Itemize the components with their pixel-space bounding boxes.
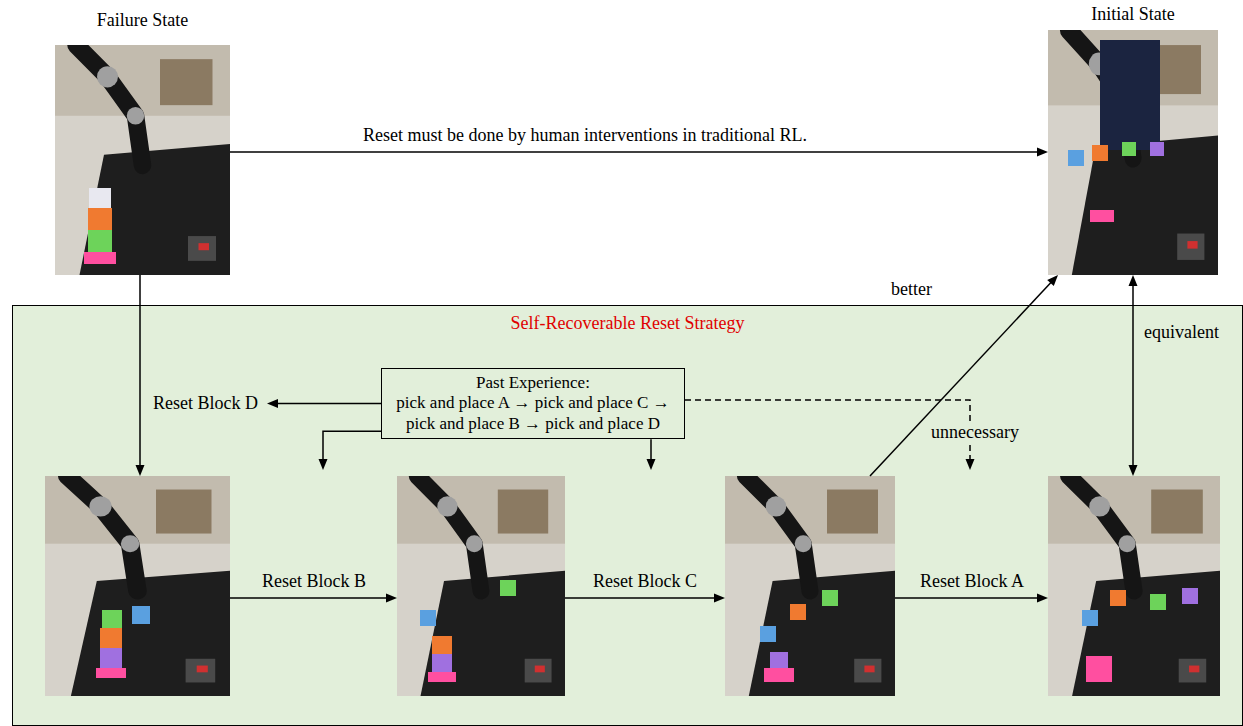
line bbox=[276, 403, 381, 405]
photo-step-1 bbox=[45, 476, 230, 696]
arrowhead bbox=[966, 459, 975, 470]
arrowhead bbox=[1047, 275, 1058, 286]
arrowhead bbox=[714, 594, 725, 603]
edge-label: Reset Block C bbox=[590, 571, 700, 593]
edge-label: Reset Block B bbox=[259, 571, 369, 593]
arrowhead bbox=[136, 465, 145, 476]
arrowhead bbox=[1129, 465, 1138, 476]
photo-node: Failure State bbox=[55, 10, 230, 275]
state-title: Failure State bbox=[55, 10, 230, 32]
arrowhead bbox=[267, 399, 278, 408]
line bbox=[1132, 284, 1134, 467]
photo-initial bbox=[1048, 30, 1218, 275]
arrowhead bbox=[319, 459, 328, 470]
strategy-region: Self-Recoverable Reset StrategyPast Expe… bbox=[12, 305, 1243, 726]
arrowhead bbox=[647, 459, 656, 470]
arrowhead bbox=[386, 594, 397, 603]
memory-box: Past Experience:pick and place A → pick … bbox=[381, 368, 685, 439]
photo-node bbox=[397, 476, 565, 696]
line bbox=[139, 275, 141, 467]
arrowhead bbox=[1037, 594, 1048, 603]
reset-label: Reset Block D bbox=[150, 393, 261, 415]
edge-label: better bbox=[888, 279, 935, 301]
photo-node: Initial State bbox=[1048, 4, 1218, 275]
line bbox=[230, 597, 388, 599]
note-label: unnecessary bbox=[928, 422, 1022, 444]
photo-failure bbox=[55, 45, 230, 275]
line bbox=[650, 439, 652, 461]
line bbox=[895, 597, 1039, 599]
connector bbox=[230, 594, 397, 603]
photo-step-2 bbox=[397, 476, 565, 696]
arrowhead bbox=[1129, 275, 1138, 286]
state-title: Initial State bbox=[1048, 4, 1218, 26]
connector bbox=[895, 594, 1048, 603]
line bbox=[565, 597, 716, 599]
photo-node bbox=[725, 476, 895, 696]
photo-node bbox=[45, 476, 230, 696]
photo-step-4 bbox=[1048, 476, 1220, 696]
edge-label: Reset Block A bbox=[917, 571, 1027, 593]
edge-label: equivalent bbox=[1141, 322, 1222, 344]
region-ground bbox=[12, 305, 1243, 726]
line bbox=[870, 282, 1052, 476]
memory-heading: Past Experience: bbox=[392, 373, 674, 393]
memory-text: pick and place A → pick and place C → pi… bbox=[392, 393, 674, 434]
connector bbox=[565, 594, 725, 603]
connector bbox=[230, 148, 1048, 157]
photo-node bbox=[1048, 476, 1220, 696]
edge-label: Reset must be done by human intervention… bbox=[360, 125, 810, 147]
line bbox=[323, 431, 381, 461]
region-title: Self-Recoverable Reset Strategy bbox=[13, 306, 1242, 335]
line bbox=[230, 151, 1039, 153]
photo-step-3 bbox=[725, 476, 895, 696]
arrowhead bbox=[1037, 148, 1048, 157]
